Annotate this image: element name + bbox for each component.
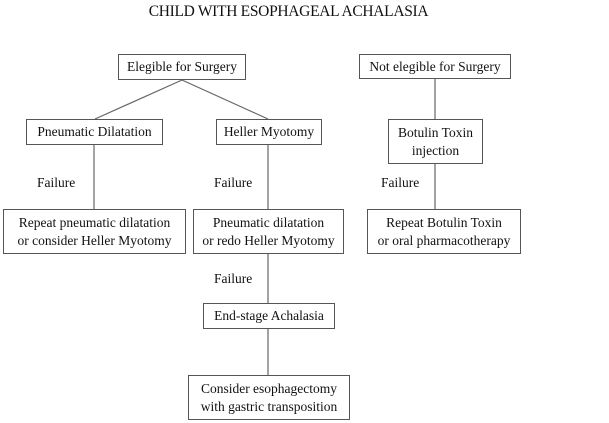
node-esophagectomy: Consider esophagectomy with gastric tran… xyxy=(188,375,350,420)
edge-label-failure: Failure xyxy=(214,271,253,286)
edge-label-failure: Failure xyxy=(214,175,253,190)
edge-eligible-to-hm xyxy=(181,79,269,120)
node-repeat-botulin-toxin: Repeat Botulin Toxin or oral pharmacothe… xyxy=(367,209,521,254)
node-pneumatic-dilatation: Pneumatic Dilatation xyxy=(26,119,163,145)
node-repeat-pneumatic-dilatation: Repeat pneumatic dilatation or consider … xyxy=(3,209,186,254)
edge-eligible-to-pd xyxy=(94,79,183,120)
node-end-stage-achalasia: End-stage Achalasia xyxy=(203,303,335,329)
diagram-title: CHILD WITH ESOPHAGEAL ACHALASIA xyxy=(148,3,429,20)
edge-label-failure: Failure xyxy=(37,175,76,190)
node-pneumatic-or-redo-heller: Pneumatic dilatation or redo Heller Myot… xyxy=(193,209,344,254)
node-not-eligible-for-surgery: Not elegible for Surgery xyxy=(359,54,511,79)
node-botulin-toxin: Botulin Toxin injection xyxy=(388,119,483,164)
node-eligible-for-surgery: Elegible for Surgery xyxy=(118,54,246,80)
node-heller-myotomy: Heller Myotomy xyxy=(216,119,322,145)
edge-label-failure: Failure xyxy=(381,175,420,190)
